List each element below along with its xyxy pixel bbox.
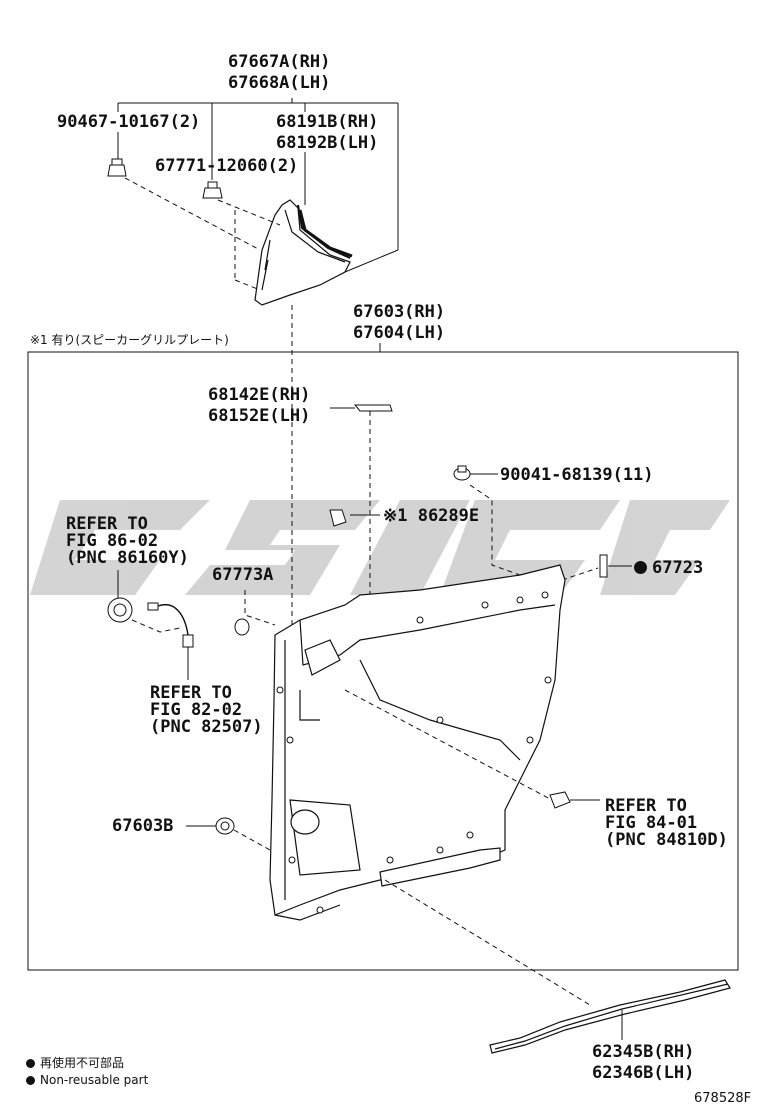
door-trim-panel: [269, 564, 566, 921]
refer-84-line2: FIG 84-01: [605, 813, 698, 833]
label-90041: 90041-68139(11): [500, 465, 654, 485]
clip-67771-icon: [202, 181, 223, 199]
label-67667a: 67667A(RH): [228, 52, 331, 72]
refer-86-line2: FIG 86-02: [66, 531, 159, 551]
label-68142e: 68142E(RH): [208, 385, 311, 405]
legend-dot-jp: [26, 1059, 35, 1068]
upper-leaders: [117, 98, 399, 273]
refer-84-line3: (PNC 84810D): [605, 830, 728, 850]
panel-holes: [276, 591, 552, 914]
label-67603b: 67603B: [112, 816, 174, 836]
dashed-67603b: [233, 829, 271, 851]
label-67773a: 67773A: [212, 565, 274, 585]
dashed-67773a: [244, 590, 276, 626]
strip-68142e: [330, 404, 393, 412]
dashed-84-01: [344, 689, 553, 801]
clip-67603b-icon: [215, 817, 235, 835]
dashed-90041: [469, 484, 521, 576]
label-67603: 67603(RH): [353, 302, 446, 322]
label-68192b: 68192B(LH): [276, 133, 379, 153]
label-67604: 67604(LH): [353, 323, 446, 343]
weatherstrip-68191b: [298, 209, 353, 258]
legend-text-jp: 再使用不可部品: [40, 1056, 125, 1070]
legend-dot-en: [26, 1076, 35, 1085]
refer-84-line1: REFER TO: [605, 796, 687, 816]
label-62346b: 62346B(LH): [592, 1063, 695, 1083]
refer-86-line3: (PNC 86160Y): [66, 548, 189, 568]
non-reusable-dot: [634, 561, 647, 574]
label-68152e: 68152E(LH): [208, 406, 311, 426]
label-86289e: ※1 86289E: [383, 506, 480, 526]
label-62345b: 62345B(RH): [592, 1042, 695, 1062]
label-67723: 67723: [652, 558, 704, 578]
pin-67723-icon: [599, 554, 608, 578]
upper-dashed: [124, 177, 293, 630]
legend-text-en: Non-reusable part: [40, 1073, 149, 1087]
label-68191b: 68191B(RH): [276, 112, 379, 132]
refer-82-line3: (PNC 82507): [150, 717, 263, 737]
refer-82-line2: FIG 82-02: [150, 700, 243, 720]
refer-86-line1: REFER TO: [66, 514, 148, 534]
label-67771: 67771-12060(2): [155, 156, 299, 176]
dashed-62345b: [384, 879, 591, 1006]
upper-trim-panel: [254, 199, 351, 306]
wire-harness: [107, 597, 194, 648]
handle-84-01-icon: [549, 791, 571, 809]
dashed-67723: [561, 567, 599, 581]
clip-90041-icon: [453, 465, 471, 481]
watermark-logo: [30, 500, 730, 595]
clip-67773a-icon: [234, 618, 250, 636]
bolt-90467-icon: [107, 158, 127, 177]
figure-id: 678528F: [694, 1091, 752, 1106]
label-90467: 90467-10167(2): [57, 112, 201, 132]
dashed-harness: [131, 619, 181, 633]
refer-82-line1: REFER TO: [150, 683, 232, 703]
assembly-frame: [27, 351, 739, 971]
label-67668a: 67668A(LH): [228, 73, 331, 93]
note-speaker-grille: ※1 有り(スピーカーグリルプレート): [30, 333, 229, 347]
clip-86289e-icon: [329, 509, 347, 527]
lower-weatherstrip: [489, 979, 731, 1054]
